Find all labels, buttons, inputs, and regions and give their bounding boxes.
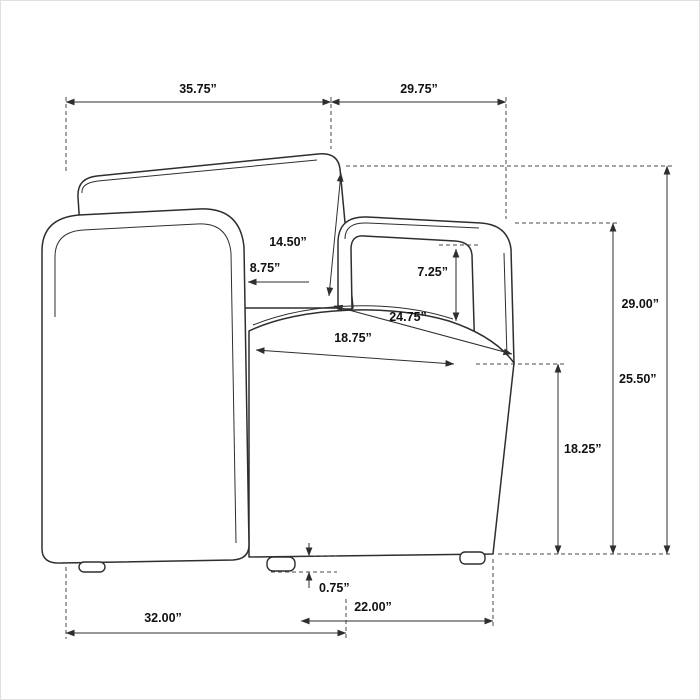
dim-label-overall-height: 29.00” [621,297,659,311]
dim-line [333,304,513,356]
dim-label-top-width-left: 35.75” [179,82,217,96]
chair-right-arm-piping-top [344,222,480,240]
chair-seat-base [248,309,515,558]
dim-seat-width: 24.75” [333,304,513,356]
dim-overall-height: 29.00” [621,165,671,555]
dim-top-width-right: 29.75” [330,82,507,106]
chair-foot-center [266,556,296,572]
dim-arm-thickness: 8.75” [247,261,309,286]
dim-label-seat-height: 18.25” [564,442,602,456]
dim-label-leg-height: 0.75” [319,581,350,595]
dim-label-back-height: 14.50” [269,235,307,249]
dim-seat-depth: 18.75” [255,331,455,367]
extension-lines [65,97,673,639]
dim-label-inner-arm-height: 7.25” [417,265,448,279]
dim-leg-height: 0.75” [305,543,350,595]
dim-bottom-width: 22.00” [300,600,494,625]
dim-label-bottom-depth: 32.00” [144,611,182,625]
chair-left-arm [41,208,250,564]
dim-bottom-depth: 32.00” [65,611,347,637]
dim-label-seat-width: 24.75” [389,310,427,324]
chair-foot-left [78,561,106,573]
armchair-drawing [41,153,515,573]
dim-line [255,347,455,367]
dim-label-top-width-right: 29.75” [400,82,438,96]
dim-label-bottom-width: 22.00” [354,600,392,614]
dim-label-arm-thickness: 8.75” [250,261,281,275]
dim-arm-height: 25.50” [609,222,657,555]
chair-backrest-piping [81,159,318,194]
chair-left-arm-piping [54,223,237,544]
dimensions: 35.75” 29.75” 29.00” 25.50” 18.25” 14.50… [65,82,671,637]
dim-line [326,172,344,297]
dim-back-height: 14.50” [269,172,344,297]
dim-label-arm-height: 25.50” [619,372,657,386]
chair-foot-right [459,551,486,565]
dim-top-width-left: 35.75” [65,82,332,106]
dim-seat-height: 18.25” [554,363,602,555]
dim-label-seat-depth: 18.75” [334,331,372,345]
